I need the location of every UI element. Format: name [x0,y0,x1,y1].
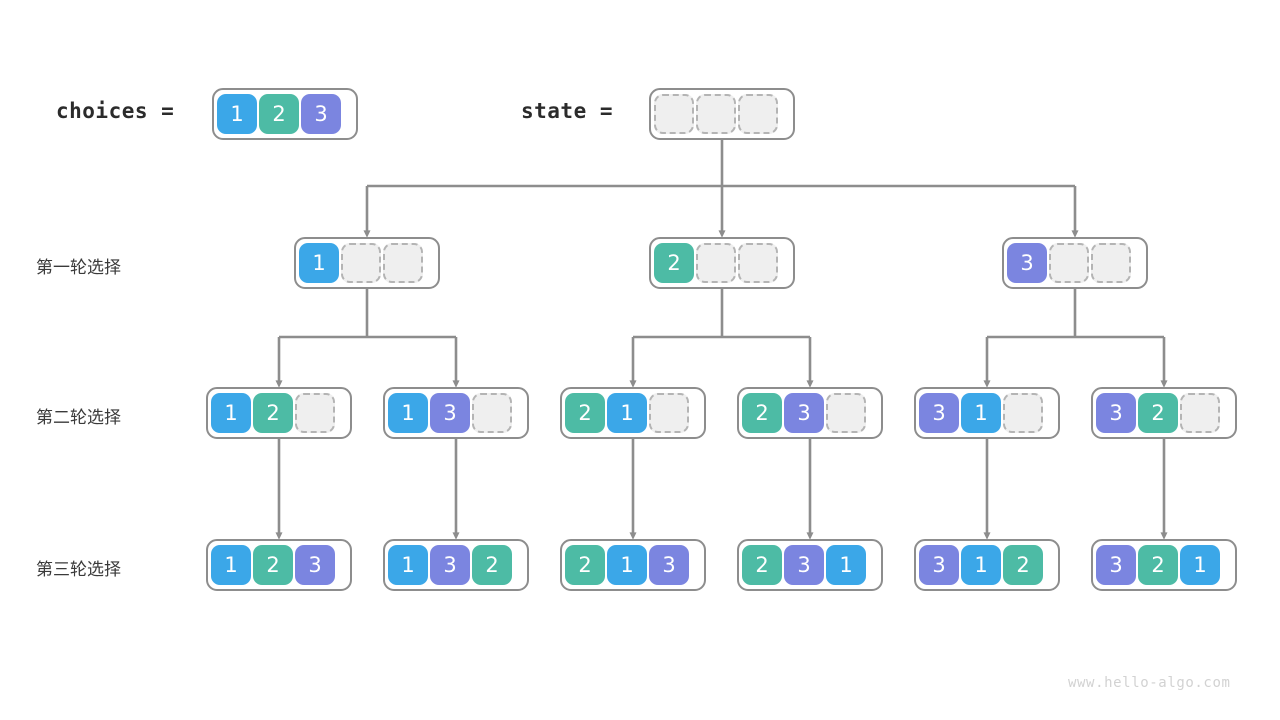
state-array-cell-1-empty [696,94,736,134]
node-r2-n4-cell-2-empty [826,393,866,433]
node-r2-n3-cell-1-value-1: 1 [607,393,647,433]
node-r2-n2-cell-2-empty [472,393,512,433]
node-r3-n2-cell-0-value-1: 1 [388,545,428,585]
node-r3-n1-cell-1-value-2: 2 [253,545,293,585]
node-r1-n2-cell-0-value-2: 2 [654,243,694,283]
node-r2-n4-cell-0-value-2: 2 [742,393,782,433]
node-r2-n5-cell-2-empty [1003,393,1043,433]
node-r3-n2-cell-1-value-3: 3 [430,545,470,585]
node-r2-n6-cell-1-value-2: 2 [1138,393,1178,433]
node-r2-n2-cell-1-value-3: 3 [430,393,470,433]
node-r1-n2: 2 [649,237,795,289]
node-r2-n5-cell-1-value-1: 1 [961,393,1001,433]
node-r3-n1-cell-0-value-1: 1 [211,545,251,585]
node-r2-n3-cell-2-empty [649,393,689,433]
node-r3-n3-cell-2-value-3: 3 [649,545,689,585]
node-r2-n4-cell-1-value-3: 3 [784,393,824,433]
node-r3-n5-cell-1-value-1: 1 [961,545,1001,585]
row-label-round-3: 第三轮选择 [36,560,121,580]
node-r2-n6-cell-2-empty [1180,393,1220,433]
node-r3-n6-cell-2-value-1: 1 [1180,545,1220,585]
node-r1-n2-cell-2-empty [738,243,778,283]
node-r1-n1-cell-1-empty [341,243,381,283]
node-r3-n6-cell-0-value-3: 3 [1096,545,1136,585]
node-r2-n1-cell-2-empty [295,393,335,433]
node-r2-n2-cell-0-value-1: 1 [388,393,428,433]
state-array [649,88,795,140]
node-r2-n5-cell-0-value-3: 3 [919,393,959,433]
node-r1-n1-cell-0-value-1: 1 [299,243,339,283]
state-array-cell-0-empty [654,94,694,134]
node-r3-n4-cell-2-value-1: 1 [826,545,866,585]
node-r1-n3-cell-1-empty [1049,243,1089,283]
row-label-round-2: 第二轮选择 [36,408,121,428]
node-r1-n3-cell-2-empty [1091,243,1131,283]
choices-array-cell-1-value-2: 2 [259,94,299,134]
node-r3-n4-cell-0-value-2: 2 [742,545,782,585]
row-label-round-1: 第一轮选择 [36,258,121,278]
node-r1-n1-cell-2-empty [383,243,423,283]
node-r1-n3: 3 [1002,237,1148,289]
node-r3-n5-cell-0-value-3: 3 [919,545,959,585]
node-r2-n6-cell-0-value-3: 3 [1096,393,1136,433]
node-r1-n1: 1 [294,237,440,289]
choices-array-cell-0-value-1: 1 [217,94,257,134]
node-r3-n4-cell-1-value-3: 3 [784,545,824,585]
node-r2-n1-cell-1-value-2: 2 [253,393,293,433]
watermark: www.hello-algo.com [1068,675,1231,691]
state-array-cell-2-empty [738,94,778,134]
node-r3-n5-cell-2-value-2: 2 [1003,545,1043,585]
choices-label: choices = [56,99,175,123]
node-r2-n3-cell-0-value-2: 2 [565,393,605,433]
node-r3-n2-cell-2-value-2: 2 [472,545,512,585]
node-r3-n6-cell-1-value-2: 2 [1138,545,1178,585]
node-r1-n3-cell-0-value-3: 3 [1007,243,1047,283]
node-r3-n1-cell-2-value-3: 3 [295,545,335,585]
choices-array-cell-2-value-3: 3 [301,94,341,134]
node-r3-n3-cell-1-value-1: 1 [607,545,647,585]
node-r2-n1-cell-0-value-1: 1 [211,393,251,433]
node-r1-n2-cell-1-empty [696,243,736,283]
state-label: state = [521,99,614,123]
node-r3-n3-cell-0-value-2: 2 [565,545,605,585]
